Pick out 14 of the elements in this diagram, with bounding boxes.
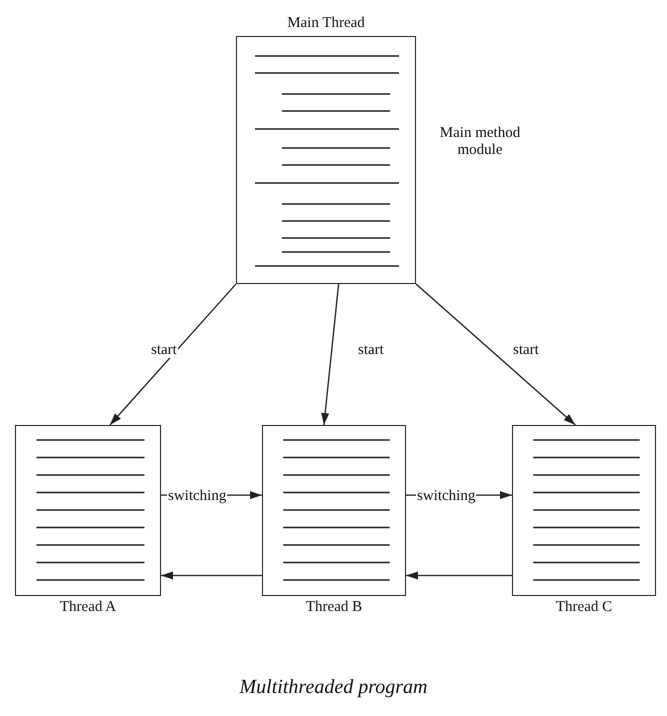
arrow bbox=[161, 571, 262, 580]
arrow bbox=[406, 571, 512, 580]
module-label: Main method module bbox=[438, 125, 522, 159]
thread-title: Thread A bbox=[60, 599, 116, 616]
edge-label: switching bbox=[167, 489, 228, 504]
arrow bbox=[321, 284, 340, 426]
edge-label: switching bbox=[416, 489, 476, 504]
thread-title: Main Thread bbox=[287, 15, 365, 32]
thread-title: Thread B bbox=[306, 599, 362, 616]
arrow bbox=[109, 284, 236, 426]
thread-title: Thread C bbox=[556, 599, 612, 616]
arrow bbox=[416, 284, 576, 426]
edge-label: start bbox=[150, 343, 178, 358]
caption: Multithreaded program bbox=[238, 676, 428, 699]
